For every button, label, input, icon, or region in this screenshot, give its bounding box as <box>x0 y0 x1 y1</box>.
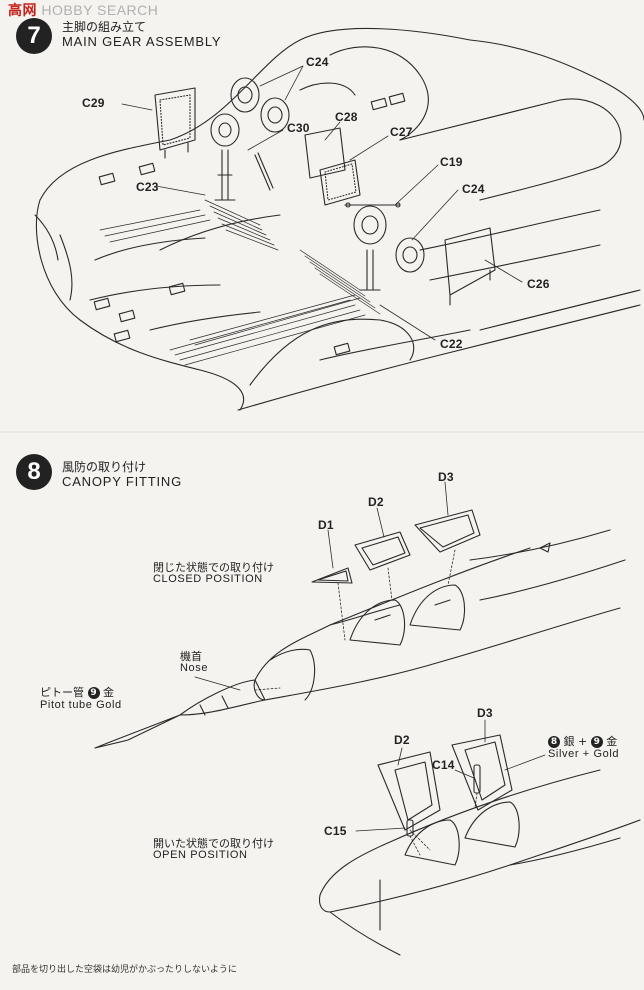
part-label-c24-bottom: C24 <box>462 182 485 196</box>
watermark: 高网 HOBBY SEARCH <box>8 0 158 20</box>
open-position-jp: 開いた状態での取り付け <box>153 837 274 850</box>
part-label-d3-open: D3 <box>477 706 493 720</box>
part-label-c27: C27 <box>390 125 413 139</box>
part-label-c19: C19 <box>440 155 463 169</box>
color-number-badge: 8 <box>548 736 560 748</box>
nose-label-en: Nose <box>180 662 209 674</box>
step-8-title-en: CANOPY FITTING <box>62 474 183 489</box>
canopy-color-jp: 8 銀 + 9 金 <box>548 733 617 749</box>
open-position-en: OPEN POSITION <box>153 849 248 861</box>
part-label-c30: C30 <box>287 121 310 135</box>
closed-position-en: CLOSED POSITION <box>153 573 263 585</box>
part-label-d1: D1 <box>318 518 334 532</box>
part-label-c14: C14 <box>432 758 455 772</box>
canopy-drawing <box>94 481 641 956</box>
closed-position-jp: 閉じた状態での取り付け <box>153 561 274 574</box>
pitot-label-jp: ピトー管 9 金 <box>40 686 114 699</box>
step-7-badge: 7 <box>16 18 52 54</box>
watermark-text: HOBBY SEARCH <box>41 2 159 18</box>
step-8-badge: 8 <box>16 454 52 490</box>
step-7-title-jp: 主脚の組み立て <box>62 20 147 34</box>
part-label-c26: C26 <box>527 277 550 291</box>
part-label-c23: C23 <box>136 180 159 194</box>
part-label-c15: C15 <box>324 824 347 838</box>
color-number-badge: 9 <box>87 687 100 699</box>
part-label-d2-closed: D2 <box>368 495 384 509</box>
pitot-label-en: Pitot tube Gold <box>40 699 122 711</box>
canopy-color-en: Silver + Gold <box>548 748 620 760</box>
color-number-badge: 9 <box>590 736 603 748</box>
part-label-c29: C29 <box>82 96 105 110</box>
part-label-c24-top: C24 <box>306 55 329 69</box>
nose-label-jp: 機首 <box>180 650 202 663</box>
watermark-logo: 高网 <box>8 2 37 18</box>
part-label-c28: C28 <box>335 110 358 124</box>
main-gear-drawing <box>34 27 644 411</box>
part-label-d3-closed: D3 <box>438 470 454 484</box>
step-8-title-jp: 風防の取り付け <box>62 460 147 474</box>
part-label-c22: C22 <box>440 337 463 351</box>
part-label-d2-open: D2 <box>394 733 410 747</box>
footer-note: 部品を切り出した空袋は幼児がかぶったりしないように <box>12 965 237 975</box>
step-7-title-en: MAIN GEAR ASSEMBLY <box>62 34 222 49</box>
